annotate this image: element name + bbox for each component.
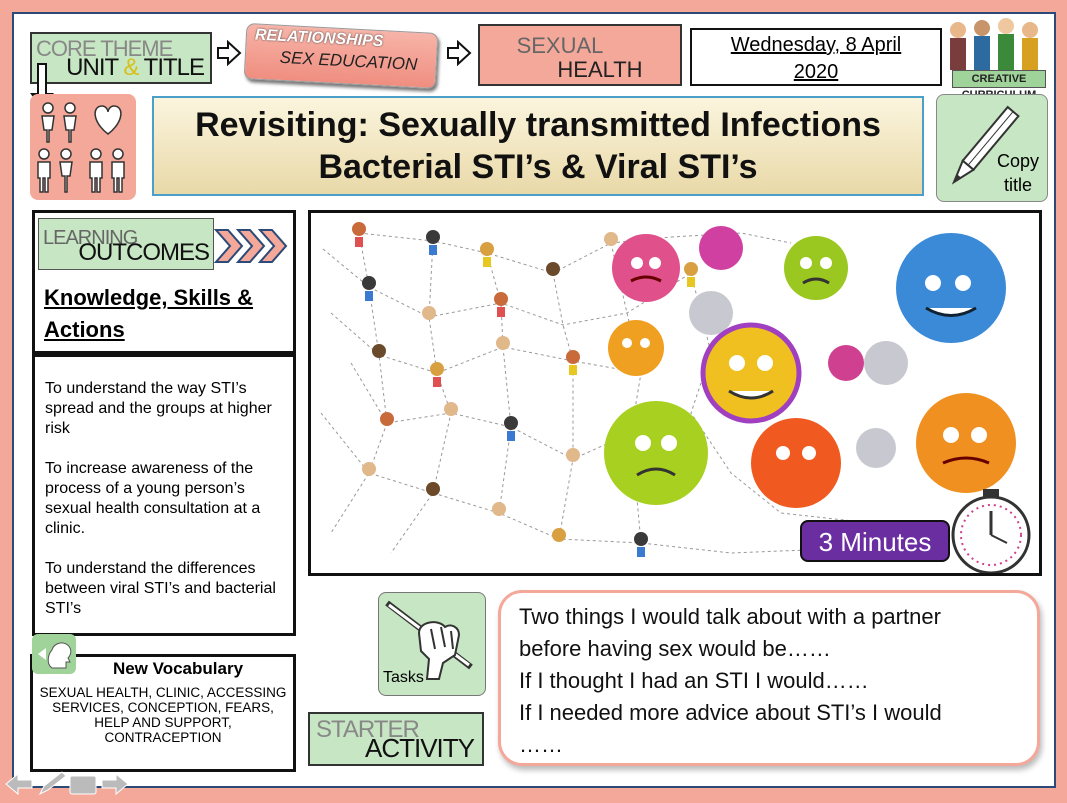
copy-title-text: Copy title xyxy=(996,151,1039,195)
outcome-item: To understand the way STI’s spread and t… xyxy=(45,380,272,437)
rse-line2: SEX EDUCATION xyxy=(279,47,418,74)
outcome-item: To understand the differences between vi… xyxy=(45,560,276,617)
date-line1: Wednesday, 8 April xyxy=(730,34,902,56)
lesson-title: Revisiting: Sexually transmitted Infecti… xyxy=(152,96,924,196)
date-line2: 2020 xyxy=(793,61,839,83)
rse-badge: RELATIONSHIPS SEX EDUCATION xyxy=(243,23,439,89)
network-illustration xyxy=(320,222,1031,573)
outcome-item: To increase awareness of the process of … xyxy=(45,460,261,537)
starter-line1: STARTER xyxy=(316,716,420,743)
learning-outcomes-label: LEARNING OUTCOMES xyxy=(38,218,214,270)
speaker-icon xyxy=(32,634,76,674)
starter-activity-label: STARTER ACTIVITY xyxy=(308,712,484,766)
starter-line2: ACTIVITY xyxy=(364,733,475,763)
prompt-line: before having sex would be…… xyxy=(519,636,831,661)
lo-line1: LEARNING xyxy=(43,227,138,249)
tasks-label: Tasks xyxy=(383,669,424,686)
people-heart-icon xyxy=(30,94,136,200)
logo-text: CREATIVE CURRICULUM xyxy=(952,70,1046,101)
copy-title-card: Copy title xyxy=(936,94,1048,202)
starter-prompt-box: Two things I would talk about with a par… xyxy=(498,590,1040,766)
prompt-line: If I thought I had an STI I would…… xyxy=(519,668,869,693)
arrow-right-icon xyxy=(217,40,242,66)
topic-line1: SEXUAL xyxy=(516,33,604,58)
topic-line2: HEALTH xyxy=(557,57,643,82)
nav-pen-icon[interactable] xyxy=(38,771,67,796)
title-line2: Bacterial STI’s & Viral STI’s xyxy=(318,148,758,186)
vocab-heading: New Vocabulary xyxy=(112,659,244,678)
chevrons-icon xyxy=(214,229,288,263)
timer-badge: 3 Minutes xyxy=(800,520,950,562)
prompt-line: If I needed more advice about STI’s I wo… xyxy=(519,700,942,725)
ksa-heading: Knowledge, Skills & Actions xyxy=(44,285,254,342)
core-theme-text: CORE THEME xyxy=(36,36,173,61)
outcomes-list: To understand the way STI’s spread and t… xyxy=(32,354,296,636)
core-theme-label: CORE THEME UNIT & TITLE xyxy=(30,32,212,84)
lo-line2: OUTCOMES xyxy=(78,239,210,266)
fist-pencil-icon xyxy=(385,600,473,680)
people-nodes xyxy=(352,222,698,557)
nav-menu-icon[interactable] xyxy=(69,775,97,795)
tasks-card: Tasks xyxy=(378,592,486,696)
nav-forward-icon[interactable] xyxy=(101,772,129,796)
prompt-line: …… xyxy=(519,732,563,757)
nav-back-icon[interactable] xyxy=(5,772,33,796)
new-vocabulary-box: New Vocabulary SEXUAL HEALTH, CLINIC, AC… xyxy=(30,654,296,772)
vocab-body: SEXUAL HEALTH, CLINIC, ACCESSING SERVICE… xyxy=(39,685,287,745)
rse-line1: RELATIONSHIPS xyxy=(254,26,384,51)
pencil-icon xyxy=(951,105,1020,185)
unit-title-text: UNIT & TITLE xyxy=(66,54,205,81)
stopwatch-icon xyxy=(951,489,1031,573)
characters-illustration xyxy=(950,18,1038,70)
arrow-right-icon xyxy=(447,40,472,66)
creative-curriculum-logo: CREATIVE CURRICULUM xyxy=(944,14,1050,101)
slideshow-nav xyxy=(4,770,134,798)
sti-network-image xyxy=(308,210,1042,576)
date-box: Wednesday, 8 April 2020 xyxy=(690,28,942,86)
learning-outcomes-panel xyxy=(32,210,296,354)
prompt-line: Two things I would talk about with a par… xyxy=(519,604,941,629)
topic-box: SEXUAL HEALTH xyxy=(478,24,682,86)
germs-illustration xyxy=(604,226,1016,508)
title-line1: Revisiting: Sexually transmitted Infecti… xyxy=(195,106,881,144)
